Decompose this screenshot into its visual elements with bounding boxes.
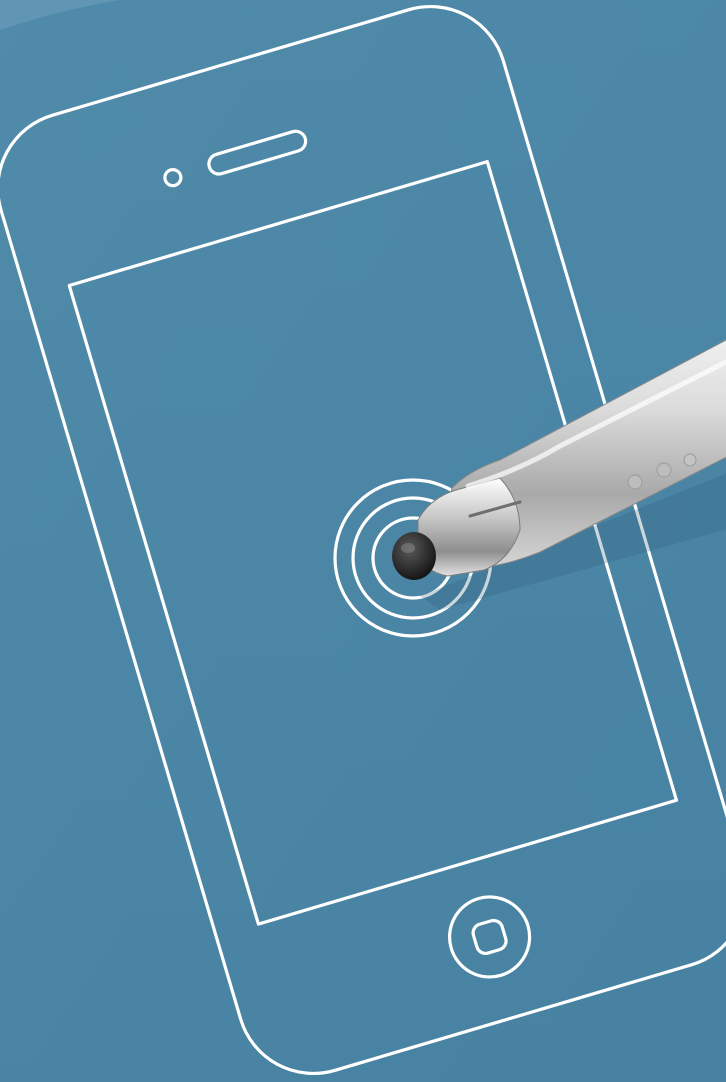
stylus-dot-2 (656, 462, 672, 478)
stylus-tip (392, 532, 436, 580)
stylus-shadow (420, 473, 726, 610)
stylus-pen-icon (392, 339, 726, 610)
stylus-nose (417, 477, 521, 577)
earpiece-speaker-icon (207, 129, 308, 176)
stylus-clip-slot (468, 500, 522, 518)
stylus-tip-shine (401, 543, 415, 553)
stylus-highlight (465, 359, 726, 489)
home-button-icon (447, 895, 532, 979)
front-camera-icon (163, 168, 183, 188)
stylus-dot-3 (683, 453, 697, 467)
stylus-dot-1 (627, 474, 643, 490)
background-corner-highlight (0, 0, 120, 30)
